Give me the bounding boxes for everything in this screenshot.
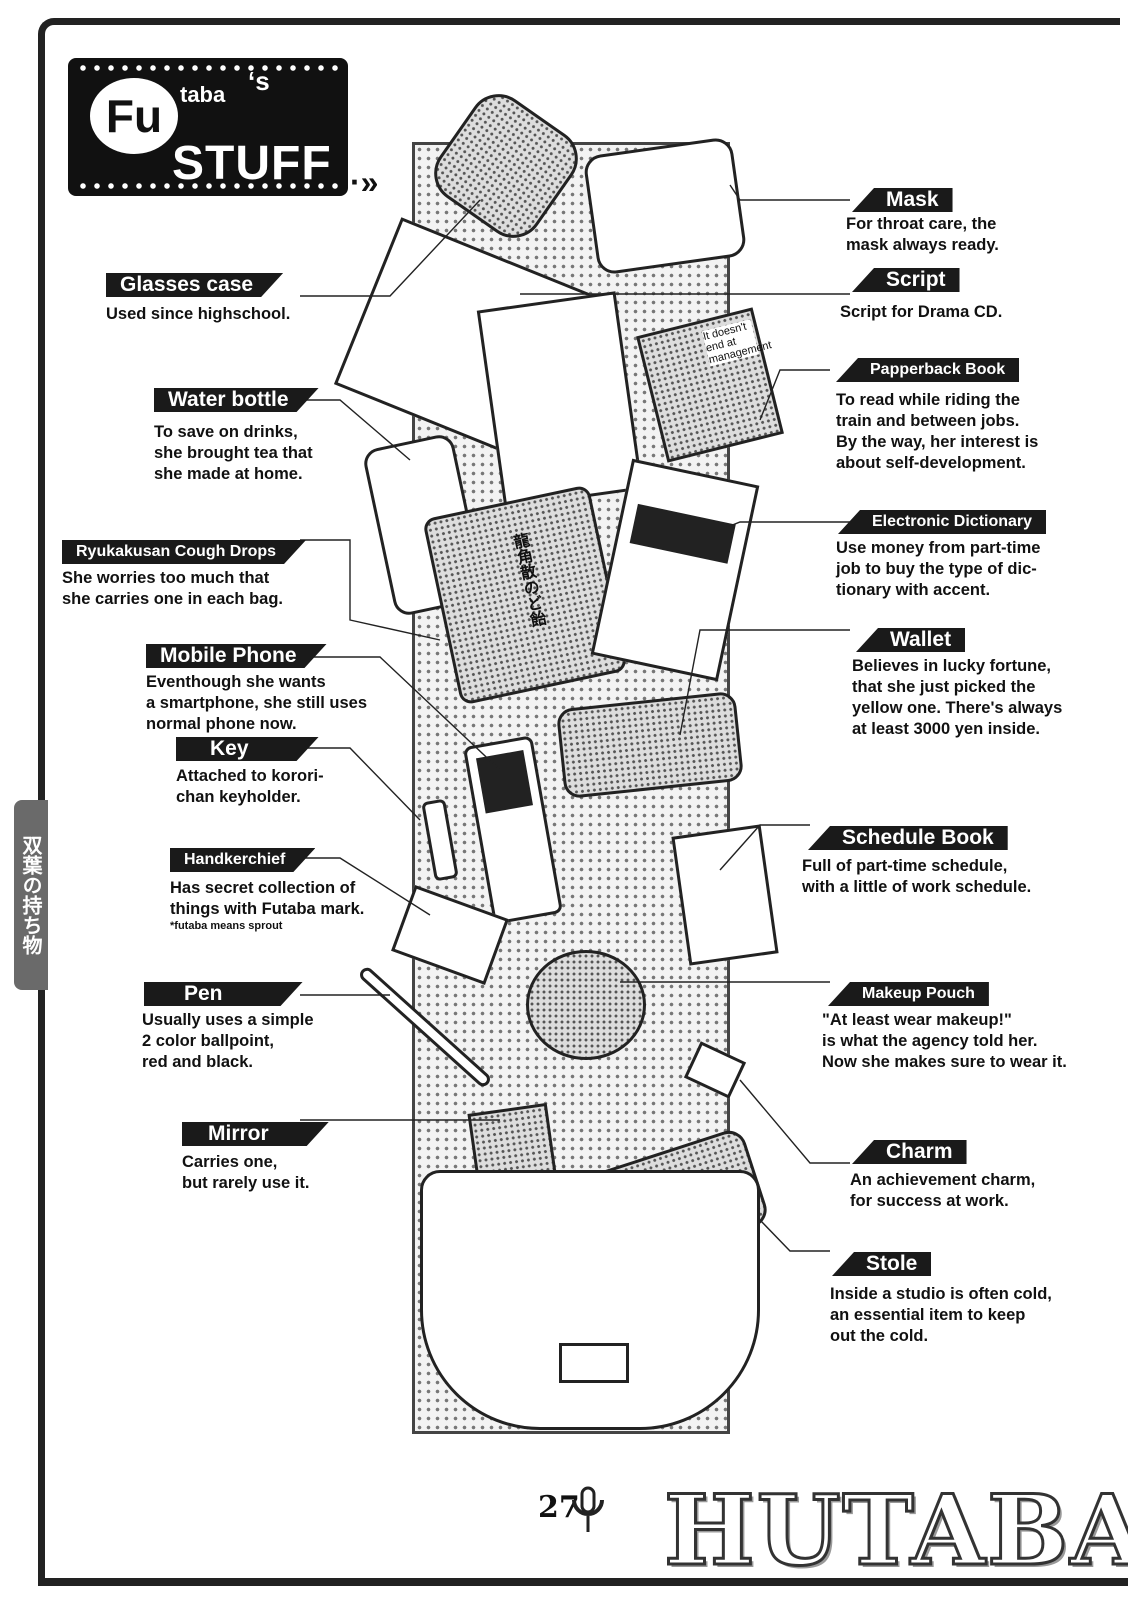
label-glasses-case: Glasses case [106, 273, 283, 297]
desc-electronic-dictionary: Use money from part-time job to buy the … [836, 539, 1041, 599]
page-number: 27 [538, 1490, 580, 1525]
title-apostrophe-s: ‘s [248, 66, 270, 96]
desc-pen: Usually uses a simple 2 color ballpoint,… [142, 1011, 314, 1071]
label-schedule-book: Schedule Book [808, 826, 1008, 850]
tote-bag-tag [559, 1343, 629, 1383]
label-water-bottle: Water bottle [154, 388, 319, 412]
title-dots-top [76, 64, 340, 72]
desc-glasses-case: Used since highschool. [106, 305, 291, 323]
title-stuff: STUFF [172, 137, 332, 190]
desc-wallet: Believes in lucky fortune, that she just… [852, 657, 1063, 738]
desc-mask: For throat care, the mask always ready. [846, 215, 999, 254]
title-arrow: ·» [350, 164, 379, 200]
desc-paperback: To read while riding the train and betwe… [836, 391, 1039, 472]
label-mobile-phone: Mobile Phone [146, 644, 327, 668]
label-makeup-pouch: Makeup Pouch [828, 982, 989, 1006]
label-paperback: Papperback Book [836, 358, 1020, 382]
page-frame-bottom [38, 1578, 1128, 1586]
desc-key: Attached to korori- chan keyholder. [176, 767, 324, 806]
label-mirror: Mirror [182, 1122, 329, 1146]
hutaba-logo: HUTABA [663, 1473, 1128, 1589]
title-box: Fu taba ‘s STUFF [68, 58, 348, 196]
label-mask: Mask [852, 188, 953, 212]
desc-mirror: Carries one, but rarely use it. [182, 1153, 310, 1192]
title-taba: taba [180, 82, 226, 107]
title-dots-bottom [76, 182, 340, 190]
title-bubble: Fu [90, 78, 178, 154]
desc-makeup-pouch: "At least wear makeup!" is what the agen… [822, 1011, 1067, 1071]
desc-cough-drops: She worries too much that she carries on… [62, 569, 284, 608]
desc-charm: An achievement charm, for success at wor… [850, 1171, 1036, 1210]
label-electronic-dictionary: Electronic Dictionary [838, 510, 1047, 534]
desc-schedule-book: Full of part-time schedule, with a littl… [802, 857, 1032, 896]
label-charm: Charm [852, 1140, 967, 1164]
tote-bag-illustration [420, 1170, 760, 1430]
page-frame [38, 18, 1120, 1580]
label-cough-drops: Ryukakusan Cough Drops [62, 540, 306, 564]
desc-handkerchief: Has secret collection of things with Fut… [170, 879, 365, 918]
microphone-icon [572, 1486, 604, 1532]
desc-water-bottle: To save on drinks, she brought tea that … [154, 423, 313, 483]
side-tab: 双葉の持ち物 [14, 800, 48, 990]
label-key: Key [176, 737, 319, 761]
desc-mobile-phone: Eventhough she wants a smartphone, she s… [146, 673, 367, 733]
label-handkerchief: Handkerchief [170, 848, 315, 872]
desc-script: Script for Drama CD. [840, 303, 1003, 321]
note-handkerchief: *futaba means sprout [170, 920, 283, 932]
desc-stole: Inside a studio is often cold, an essent… [830, 1285, 1052, 1345]
label-pen: Pen [144, 982, 303, 1006]
makeup-pouch-illustration [526, 950, 646, 1060]
